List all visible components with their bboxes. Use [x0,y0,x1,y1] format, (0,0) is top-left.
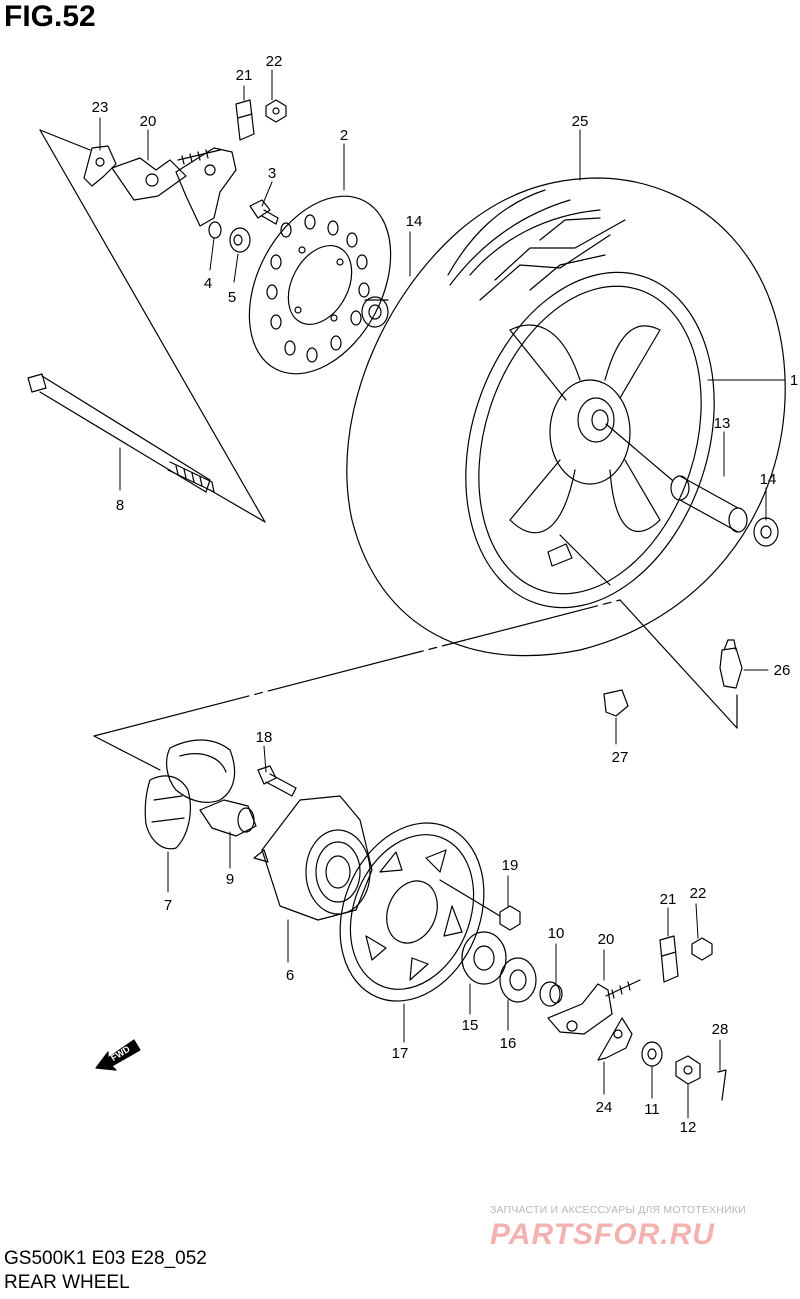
wheel-spacer [670,475,748,533]
callout-2: 2 [340,127,348,144]
disc-bolt [249,199,279,225]
model-code: GS500K1 E03 E28_052 [4,1248,207,1269]
callout-labels: 23 20 21 22 3 2 25 14 4 5 8 1 13 14 26 2… [92,53,799,1136]
right-bearing [753,517,779,547]
sprocket-nut-19 [499,905,521,931]
callout-25: 25 [572,113,589,130]
callout-8: 8 [116,497,124,514]
callout-23: 23 [92,99,109,116]
callout-16: 16 [500,1035,517,1052]
leader-lines [99,69,786,1119]
adjuster-plate-21-lower [659,935,679,983]
callout-1: 1 [790,372,798,389]
brake-disc [248,195,392,375]
callout-19: 19 [502,857,519,874]
bearing-15 [461,931,507,985]
cotter-pin-28 [717,1069,727,1101]
adjuster-plate-21-upper [235,99,255,141]
tire-valve [719,639,743,689]
callout-20-lower: 20 [598,931,615,948]
callout-20-upper: 20 [140,113,157,130]
callout-3: 3 [268,165,276,182]
callout-28: 28 [712,1021,729,1038]
rear-axle [27,373,215,493]
callout-18: 18 [256,729,273,746]
middle-guide-line [93,599,621,737]
callout-14-upper: 14 [406,213,423,230]
callout-14-right: 14 [760,471,777,488]
collar-10 [539,981,563,1007]
callout-21-upper: 21 [236,67,253,84]
hub-collar-9 [199,799,257,837]
seal-16 [499,957,537,1003]
nut-22-upper [265,99,287,123]
callout-6: 6 [286,967,294,984]
axle-nut-12 [675,1055,701,1085]
section-title: REAR WHEEL [4,1272,130,1293]
callout-21-lower: 21 [660,891,677,908]
hub-bolt-18 [257,765,297,797]
watermark-brand: PARTSFOR.RU [490,1218,715,1251]
callout-26: 26 [774,662,791,679]
spacer-and-washer [208,221,251,253]
callout-15: 15 [462,1017,479,1034]
adjuster-plate-24 [597,1017,633,1061]
callout-17: 17 [392,1045,409,1062]
sprocket-mount-6 [253,795,373,921]
callout-10: 10 [548,925,565,942]
upper-guide-lines [39,129,738,729]
fwd-arrow [95,1039,141,1071]
washer-11 [641,1041,663,1067]
upper-bearing [361,296,389,328]
axle-guide-line [605,423,673,481]
watermark-tagline: ЗАПЧАСТИ И АКСЕССУАРЫ ДЛЯ МОТОТЕХНИКИ [490,1204,746,1216]
callout-9: 9 [226,871,234,888]
callout-5: 5 [228,289,236,306]
callout-11: 11 [644,1101,660,1118]
sprocket-guide-line [439,879,501,917]
nut-22-lower [691,937,713,961]
callout-22-lower: 22 [690,885,707,902]
balance-weight [603,689,629,717]
cush-rubbers [144,739,236,850]
callout-22-upper: 22 [266,53,283,70]
rear-tire [346,177,786,657]
callout-13: 13 [714,415,731,432]
callout-4: 4 [204,275,212,292]
callout-12: 12 [680,1119,697,1136]
upper-chain-adjuster [83,145,237,227]
callout-24: 24 [596,1099,613,1116]
lower-chain-adjuster [547,979,641,1035]
fig-title: FIG.52 [4,0,96,33]
callout-27: 27 [612,749,629,766]
rear-rim [465,271,715,609]
rear-sprocket [339,822,485,1002]
left-guide-line [93,735,161,771]
callout-7: 7 [164,897,172,914]
